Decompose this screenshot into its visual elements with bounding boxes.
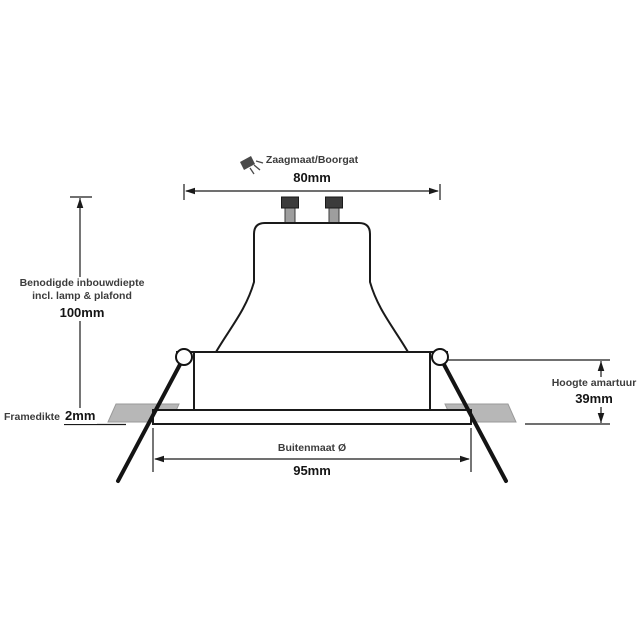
- lamp-pin-stem-left: [284, 206, 296, 225]
- install-depth-label-line1: Benodigde inbouwdiepte: [19, 277, 145, 289]
- lamp-body: [214, 222, 410, 353]
- frame-thickness-value: 2mm: [65, 408, 96, 423]
- spring-clips: [116, 348, 508, 483]
- install-depth-block: Benodigde inbouwdiepte incl. lamp & plaf…: [17, 277, 147, 321]
- install-depth-value: 100mm: [59, 305, 105, 320]
- lamp-pin-cap-left: [281, 196, 299, 209]
- downlight-icon: [240, 156, 264, 175]
- fixture-height-value: 39mm: [575, 391, 613, 406]
- lamp-pin-cap-right: [325, 196, 343, 209]
- frame-thickness-label: Framedikte: [4, 411, 61, 423]
- dim-fixture-height: [448, 359, 610, 425]
- fixture-frame: [152, 409, 472, 425]
- dim-outer-diameter: [152, 428, 472, 472]
- fixture: [152, 351, 472, 425]
- spring-clip-right: [438, 355, 508, 483]
- cutout-label: Zaagmaat/Boorgat: [263, 154, 361, 167]
- outer-diameter-label: Buitenmaat Ø: [275, 442, 349, 455]
- lamp-pin-stem-right: [328, 206, 340, 225]
- dim-cutout: [183, 184, 441, 200]
- fixture-height-block: Hoogte amartuur 39mm: [549, 377, 639, 407]
- clip-pivot-left: [175, 348, 193, 366]
- fixture-housing: [193, 351, 431, 411]
- spring-clip-left: [116, 355, 186, 483]
- outer-diameter-value: 95mm: [291, 463, 333, 479]
- frame-thickness-block: Framedikte 2mm: [2, 408, 98, 424]
- gu10-lamp: [214, 196, 410, 353]
- fixture-height-label: Hoogte amartuur: [551, 377, 637, 389]
- cutout-value: 80mm: [291, 170, 333, 186]
- install-depth-label-line2: incl. lamp & plafond: [32, 290, 132, 302]
- clip-pivot-right: [431, 348, 449, 366]
